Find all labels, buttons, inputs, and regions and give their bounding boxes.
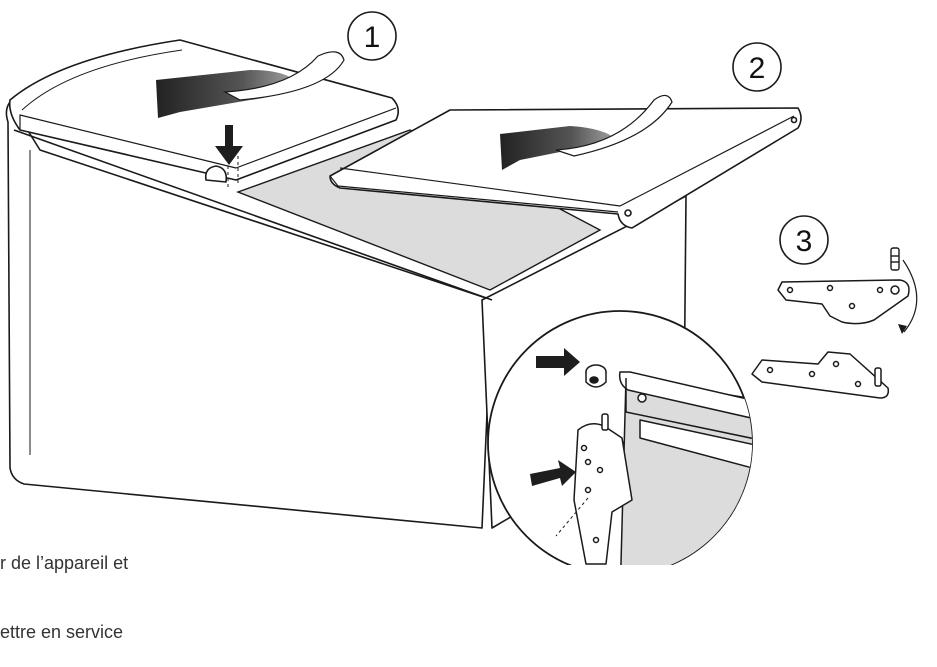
freezer-opening	[236, 129, 602, 291]
step-1-number: 1	[364, 21, 381, 54]
detail-magnifier	[487, 310, 753, 565]
rotation-arrow-left	[156, 51, 345, 118]
caption-line-2: ettre en service	[0, 622, 124, 642]
pointer-arrow-upper	[536, 348, 580, 376]
down-arrow	[215, 125, 243, 165]
caption-line-1: r de l’appareil et	[0, 553, 129, 573]
step-1-marker: 1	[347, 11, 397, 61]
lid-right	[329, 107, 802, 229]
hinge-bracket-lower	[751, 351, 890, 399]
caption-text: r de l’appareil et ettre en service	[0, 506, 260, 667]
step-2-marker: 2	[732, 42, 782, 92]
step-2-number: 2	[749, 52, 766, 85]
hinge-bracket-upper	[777, 279, 910, 325]
step-3-marker: 3	[779, 215, 829, 265]
step-3-number: 3	[796, 225, 813, 258]
pointer-arrow-lower	[530, 460, 576, 486]
assembly-diagram: 1 2 3	[5, 11, 918, 565]
rotation-arrow-right	[500, 94, 673, 170]
hinge-pin	[890, 247, 918, 334]
